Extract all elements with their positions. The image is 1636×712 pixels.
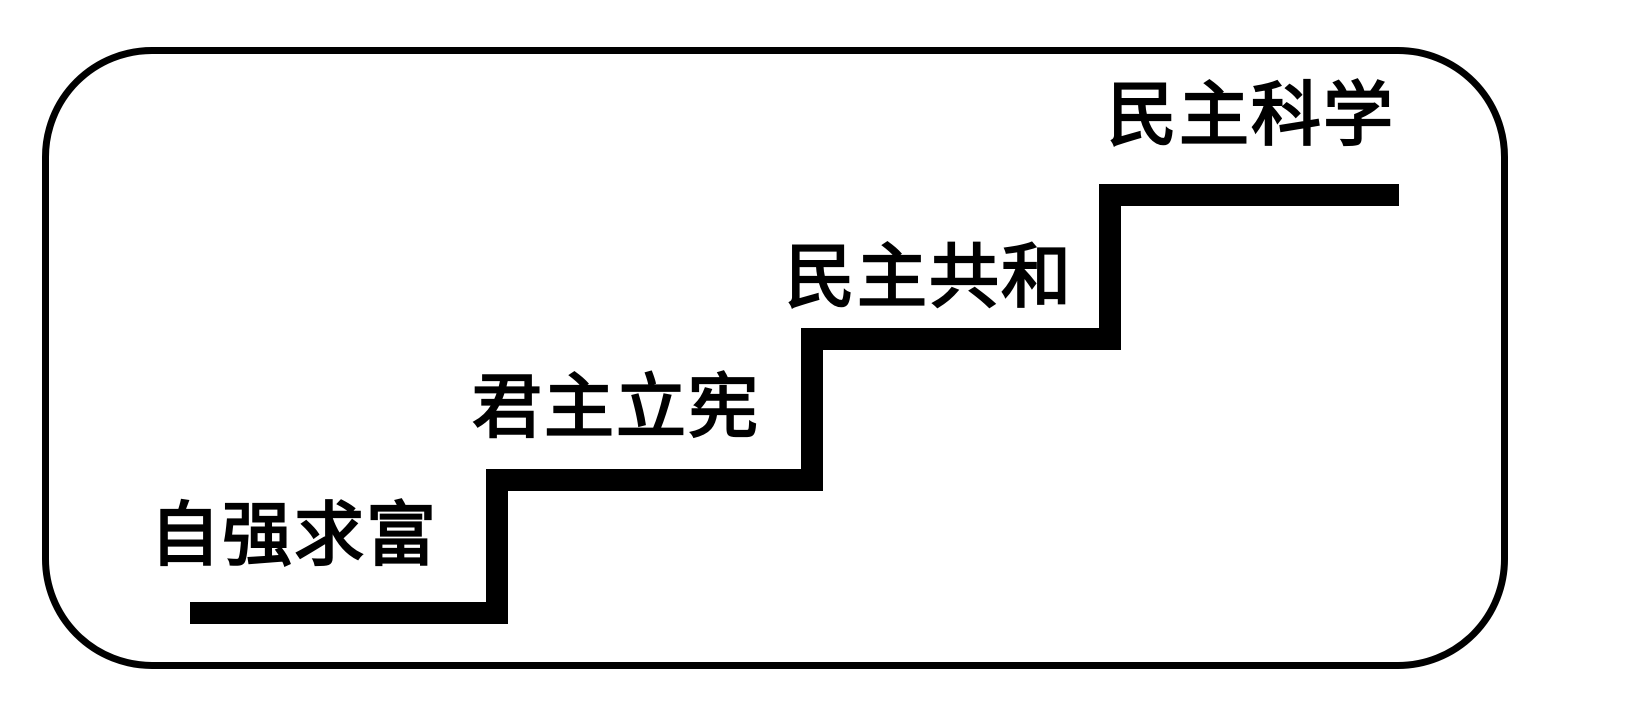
step-label-3: 民主共和 — [785, 236, 1073, 318]
rounded-frame — [42, 47, 1508, 669]
step-label-2: 君主立宪 — [472, 366, 760, 448]
staircase-line — [190, 184, 1399, 624]
step-label-1: 自强求富 — [150, 494, 438, 576]
step-label-4: 民主科学 — [1107, 74, 1395, 156]
